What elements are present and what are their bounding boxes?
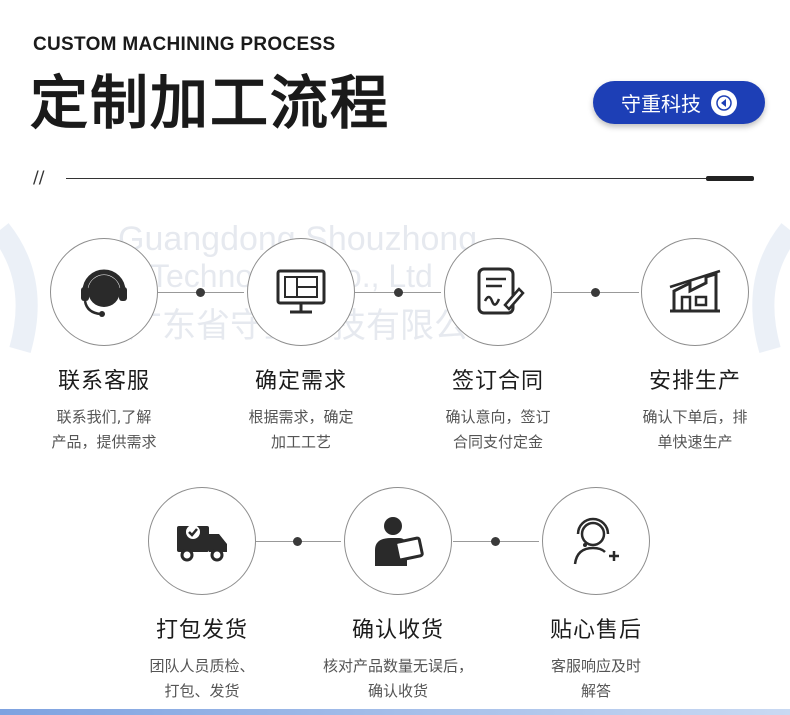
step-title: 联系客服	[57, 369, 150, 394]
step-description: 确认下单后，排 单快速生产	[605, 405, 785, 455]
step-desc-line: 合同支付定金	[452, 433, 543, 451]
connector-dot	[591, 288, 600, 297]
divider-line	[66, 178, 714, 179]
step-title: 贴心售后	[549, 618, 642, 643]
support-agent-icon	[573, 517, 619, 565]
step-desc-line: 确认意向，签订	[445, 408, 551, 426]
decorative-slash: //	[33, 168, 45, 188]
step-after-sales: 贴心售后 客服响应及时 解答	[506, 487, 686, 704]
headset-icon	[81, 269, 127, 317]
step-desc-line: 加工工艺	[270, 433, 331, 451]
step-desc-line: 打包、发货	[164, 682, 240, 700]
step-circle	[444, 238, 552, 346]
bottom-accent-bar	[0, 709, 790, 715]
step-pack-ship: 打包发货 团队人员质检、 打包、发货	[112, 487, 292, 704]
step-desc-line: 确认收货	[367, 682, 428, 700]
step-description: 联系我们,了解 产品，提供需求	[14, 405, 194, 455]
step-description: 团队人员质检、 打包、发货	[112, 654, 292, 704]
step-arrange-production: 安排生产 确认下单后，排 单快速生产	[605, 238, 785, 455]
step-title: 确定需求	[254, 369, 347, 394]
step-desc-line: 联系我们,了解	[56, 408, 152, 426]
step-desc-line: 根据需求，确定	[248, 408, 354, 426]
step-circle	[542, 487, 650, 595]
step-desc-line: 单快速生产	[657, 433, 733, 451]
step-desc-line: 解答	[580, 682, 611, 700]
step-title: 签订合同	[451, 369, 544, 394]
step-title: 确认收货	[351, 618, 444, 643]
factory-icon	[669, 269, 721, 313]
step-circle	[247, 238, 355, 346]
delivery-truck-icon	[177, 525, 227, 562]
step-desc-line: 团队人员质检、	[149, 657, 255, 675]
divider-accent	[706, 176, 754, 181]
step-desc-line: 客服响应及时	[550, 657, 641, 675]
step-description: 确认意向，签订 合同支付定金	[408, 405, 588, 455]
connector-dot	[196, 288, 205, 297]
play-icon	[711, 89, 737, 116]
step-confirm-receipt: 确认收货 核对产品数量无误后， 确认收货	[308, 487, 488, 704]
person-tablet-icon	[375, 517, 424, 566]
step-circle	[641, 238, 749, 346]
connector-dot	[293, 537, 302, 546]
connector-dot	[491, 537, 500, 546]
brand-badge[interactable]: 守重科技	[593, 81, 765, 124]
step-desc-line: 确认下单后，排	[642, 408, 748, 426]
step-desc-line: 核对产品数量无误后，	[322, 657, 473, 675]
step-description: 根据需求，确定 加工工艺	[211, 405, 391, 455]
step-title: 打包发货	[155, 618, 248, 643]
step-desc-line: 产品，提供需求	[51, 433, 157, 451]
step-description: 核对产品数量无误后， 确认收货	[308, 654, 488, 704]
step-confirm-requirements: 确定需求 根据需求，确定 加工工艺	[211, 238, 391, 455]
step-circle	[50, 238, 158, 346]
step-title: 安排生产	[648, 369, 741, 394]
monitor-blueprint-icon	[276, 269, 326, 314]
step-circle	[148, 487, 256, 595]
step-description: 客服响应及时 解答	[506, 654, 686, 704]
page-subtitle: CUSTOM MACHINING PROCESS	[33, 34, 336, 55]
connector-dot	[394, 288, 403, 297]
contract-signature-icon	[477, 267, 525, 315]
brand-name: 守重科技	[621, 92, 701, 116]
step-sign-contract: 签订合同 确认意向，签订 合同支付定金	[408, 238, 588, 455]
page-title: 定制加工流程	[30, 69, 391, 137]
step-circle	[344, 487, 452, 595]
step-contact-service: 联系客服 联系我们,了解 产品，提供需求	[14, 238, 194, 455]
